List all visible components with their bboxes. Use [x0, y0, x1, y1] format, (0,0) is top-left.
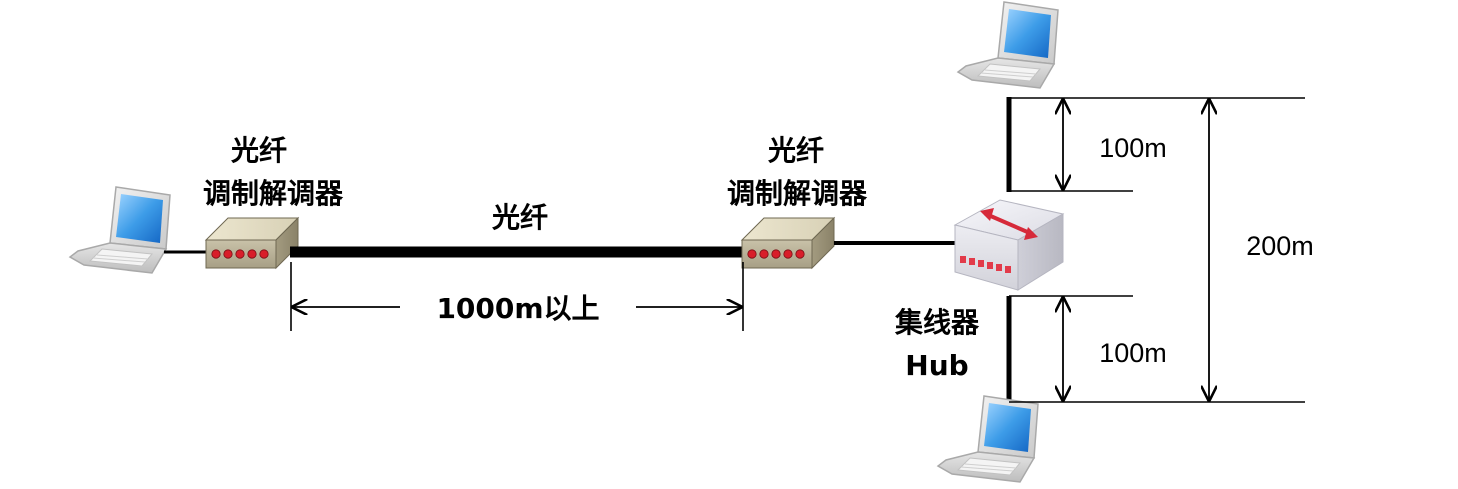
left-modem-label-line1: 光纤 — [230, 134, 287, 167]
distance-top-label: 100m — [1099, 133, 1167, 163]
bottom-laptop-icon — [937, 395, 1039, 483]
hub-label-line2: Hub — [905, 349, 968, 382]
right-modem-label-line2: 调制解调器 — [727, 177, 868, 210]
left-modem-label-line2: 调制解调器 — [203, 177, 344, 210]
right-modem-icon — [741, 217, 835, 269]
distance-total-label: 200m — [1246, 231, 1314, 261]
dimension-lines — [1009, 97, 1305, 403]
left-modem-icon — [205, 217, 299, 269]
left-laptop-icon — [69, 186, 171, 274]
hub-icon — [953, 199, 1065, 291]
hub-port-leds — [960, 256, 1011, 273]
hub-label-line1: 集线器 — [894, 306, 980, 339]
right-modem-label-line1: 光纤 — [767, 134, 824, 167]
distance-bottom-label: 100m — [1099, 338, 1167, 368]
hub-arrow-icon — [984, 212, 1034, 236]
fiber-distance-label: 1000m以上 — [436, 292, 599, 325]
top-laptop-icon — [957, 1, 1059, 89]
fiber-label: 光纤 — [491, 201, 548, 234]
fiber-distance-ticks — [290, 262, 744, 331]
